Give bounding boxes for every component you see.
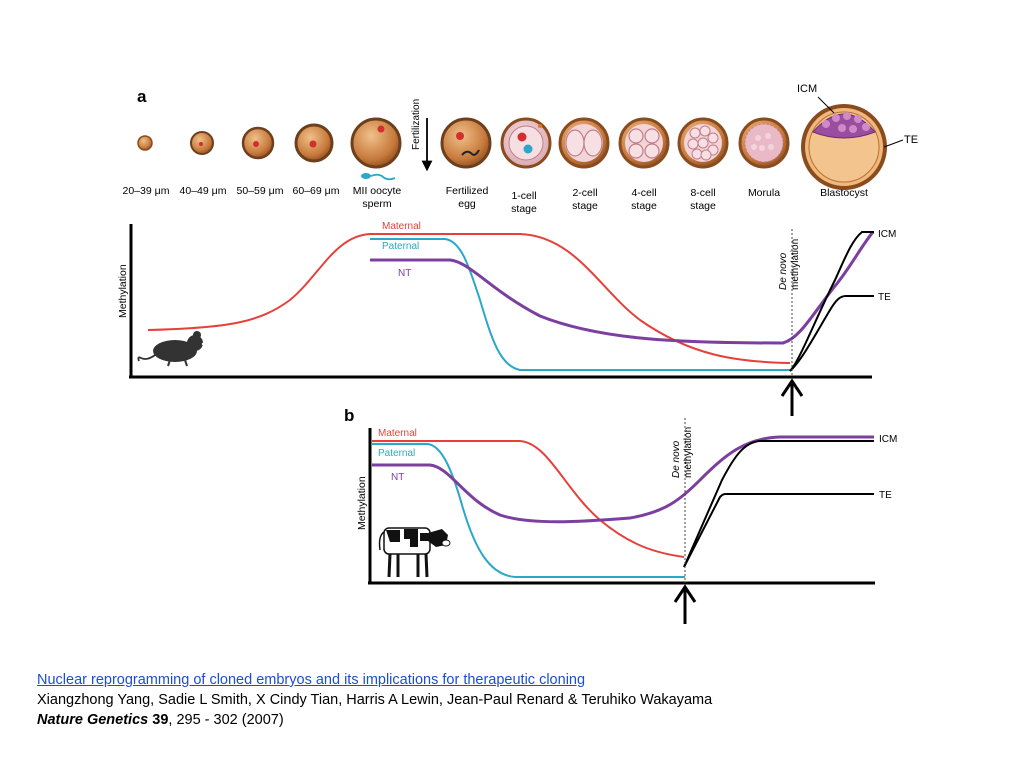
mii-oocyte-sperm-icon [350,117,402,181]
maternal-label: Maternal [378,428,417,439]
stage-labels: 20–39 μm 40–49 μm 50–59 μm 60–69 μm MII … [123,185,868,215]
oocyte-50-59-icon [241,126,275,160]
icm-line [683,440,874,568]
te-line [789,295,874,372]
denovo-up-arrow [780,378,804,416]
panel-b-letter: b [344,406,354,425]
blastocyst-te-label: TE [904,134,918,146]
panel-a-plot: Methylation De novo methylation Maternal… [117,221,896,416]
two-cell-stage-icon [558,117,610,169]
panel-b-plot: Methylation De novo methylation Maternal… [356,418,897,624]
stage-illustrations: Fertilization [137,83,918,190]
fertilization-arrow: Fertilization [411,99,433,172]
citation: Nuclear reprogramming of cloned embryos … [37,670,712,730]
te-line [683,493,874,568]
oocyte-20-39-icon [137,135,153,151]
stage-label: Morula [748,187,780,199]
denovo-up-arrow [673,584,697,624]
nt-label: NT [391,472,404,483]
denovo-label: De novo methylation [671,427,694,478]
paternal-line [370,238,790,371]
mouse-icon [137,331,205,367]
icm-line [789,231,874,372]
stage-label: 50–59 μm [237,185,284,197]
blastocyst-icon: ICM TE [797,83,918,190]
citation-journal-line: Nature Genetics 39, 295 - 302 (2007) [37,710,712,730]
fertilized-egg-icon [440,117,492,169]
four-cell-stage-icon [618,117,670,169]
te-label: TE [879,490,892,501]
denovo-label: De novo methylation [778,239,801,290]
oocyte-40-49-icon [190,131,214,155]
blastocyst-icm-label: ICM [797,83,817,95]
stage-label: Blastocyst [820,187,868,199]
journal-pages-year: , 295 - 302 (2007) [168,712,284,728]
oocyte-60-69-icon [294,123,334,163]
paternal-line [372,443,685,578]
article-title-link[interactable]: Nuclear reprogramming of cloned embryos … [37,672,586,688]
cow-icon [378,527,451,578]
maternal-label: Maternal [382,221,421,232]
nt-line [372,435,874,524]
icm-label: ICM [879,434,897,445]
stage-label: 20–39 μm [123,185,170,197]
icm-label: ICM [878,229,896,240]
journal-volume: 39 [152,712,169,728]
citation-authors: Xiangzhong Yang, Sadie L Smith, X Cindy … [37,692,713,708]
y-axis-label: Methylation [356,476,368,530]
maternal-line [372,440,685,558]
paternal-label: Paternal [382,241,419,252]
journal-name: Nature Genetics [37,712,149,728]
maternal-line [147,233,791,364]
stage-label: 40–49 μm [180,185,227,197]
panel-a-letter: a [137,87,147,106]
y-axis-label: Methylation [117,264,129,318]
nt-label: NT [398,268,411,279]
fertilization-label: Fertilization [411,99,422,150]
eight-cell-stage-icon [677,117,729,169]
stage-label: 60–69 μm [293,185,340,197]
te-label: TE [878,292,891,303]
morula-icon [738,117,790,169]
paternal-label: Paternal [378,448,415,459]
methylation-figure: a Fertilization [117,83,918,624]
one-cell-stage-icon [500,117,552,169]
nt-line [370,231,875,345]
